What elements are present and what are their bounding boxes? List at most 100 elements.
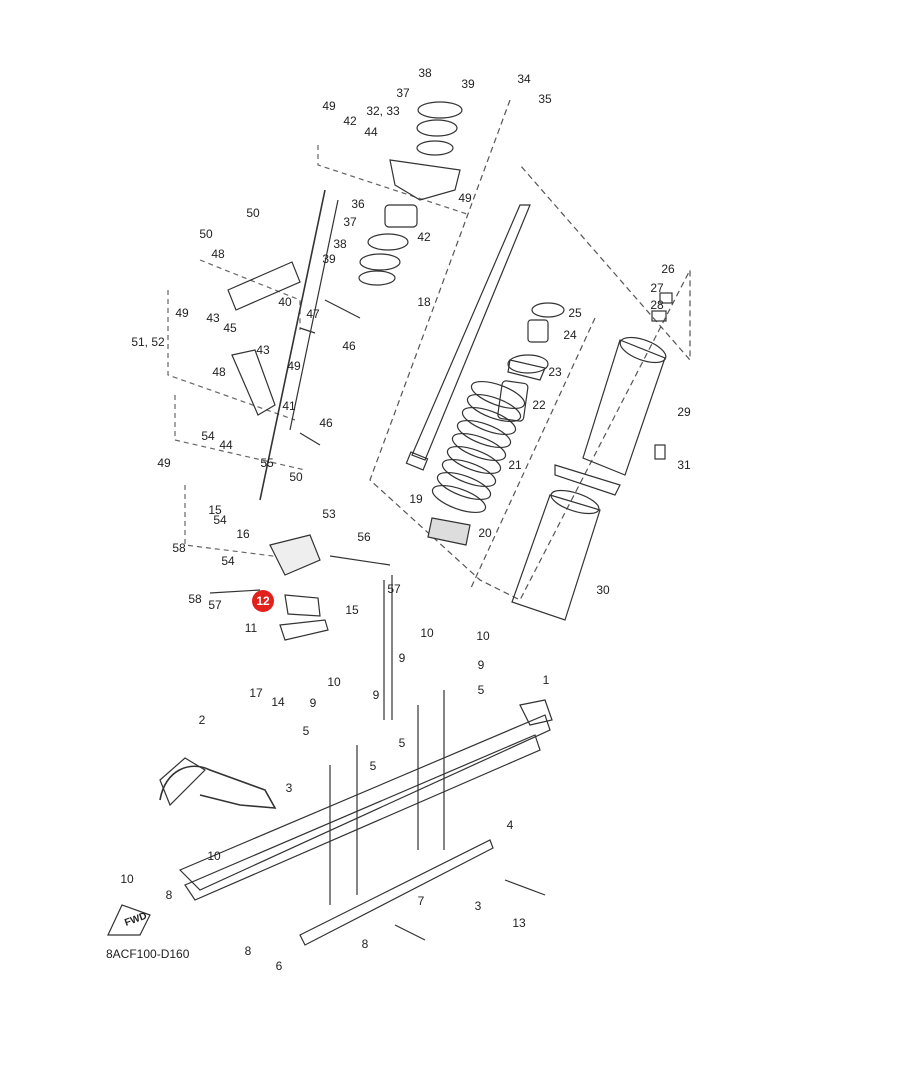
part-label[interactable]: 9	[373, 688, 380, 702]
part-label[interactable]: 14	[271, 695, 285, 709]
part-label[interactable]: 39	[322, 252, 336, 266]
part-label[interactable]: 5	[478, 683, 485, 697]
part-label[interactable]: 15	[345, 603, 359, 617]
part-label[interactable]: 44	[364, 125, 378, 139]
part-label[interactable]: 37	[343, 215, 357, 229]
part-label[interactable]: 5	[370, 759, 377, 773]
part-label[interactable]: 45	[223, 321, 237, 335]
part-label[interactable]: 37	[396, 86, 410, 100]
part-label[interactable]: 44	[219, 438, 233, 452]
part-label[interactable]: 3	[286, 781, 293, 795]
cylinder-cover	[511, 494, 601, 621]
part-label[interactable]: 9	[399, 651, 406, 665]
part-label[interactable]: 39	[461, 77, 475, 91]
part-label[interactable]: 38	[418, 66, 432, 80]
part-label[interactable]: 40	[278, 295, 292, 309]
part-label[interactable]: 11	[245, 621, 258, 635]
part-label[interactable]: 3	[475, 899, 482, 913]
part-label[interactable]: 10	[327, 675, 341, 689]
part-label[interactable]: 49	[157, 456, 171, 470]
part-label[interactable]: 27	[650, 281, 664, 295]
part-label[interactable]: 20	[478, 526, 492, 540]
part-label[interactable]: 54	[213, 513, 227, 527]
highlight-marker-circle	[252, 590, 274, 612]
part-label[interactable]: 41	[282, 399, 296, 413]
part-label[interactable]: 42	[343, 114, 357, 128]
part-label[interactable]: 7	[418, 894, 425, 908]
part-label[interactable]: 58	[188, 592, 202, 606]
part-label[interactable]: 18	[417, 295, 431, 309]
part-label[interactable]: 21	[508, 458, 522, 472]
part-label[interactable]: 4	[507, 818, 514, 832]
part-label[interactable]: 46	[319, 416, 333, 430]
part-label[interactable]: 55	[260, 456, 274, 470]
part-label[interactable]: 10	[207, 849, 221, 863]
part-label[interactable]: 2	[199, 713, 206, 727]
part-label[interactable]: 53	[322, 507, 336, 521]
part-label[interactable]: 10	[120, 872, 134, 886]
part-label[interactable]: 56	[357, 530, 371, 544]
part-label[interactable]: 46	[342, 339, 356, 353]
part-label[interactable]: 49	[175, 306, 189, 320]
part-label[interactable]: 49	[458, 191, 472, 205]
part-label[interactable]: 31	[677, 458, 691, 472]
part-label[interactable]: 38	[333, 237, 347, 251]
dashed-group-outline	[369, 99, 691, 601]
part-label[interactable]: 50	[289, 470, 303, 484]
part-label[interactable]: 36	[351, 197, 365, 211]
part-label[interactable]: 54	[221, 554, 235, 568]
part-label[interactable]: 15	[208, 503, 222, 517]
part-label[interactable]: 29	[677, 405, 691, 419]
part-label[interactable]: 54	[201, 429, 215, 443]
part-label[interactable]: 49	[287, 359, 301, 373]
part-label[interactable]: 8	[362, 937, 369, 951]
part-label[interactable]: 43	[256, 343, 270, 357]
part-label[interactable]: 58	[172, 541, 186, 555]
ski-body	[178, 714, 551, 891]
part-label[interactable]: 1	[543, 673, 550, 687]
part-label[interactable]: 6	[276, 959, 283, 973]
part-label[interactable]: 47	[306, 307, 320, 321]
part-label[interactable]: 13	[512, 916, 526, 930]
part-label[interactable]: 9	[310, 696, 317, 710]
part-label[interactable]: 19	[409, 492, 423, 506]
part-label[interactable]: 32, 33	[366, 104, 400, 118]
part-label[interactable]: 24	[563, 328, 577, 342]
part-label[interactable]: 8	[245, 944, 252, 958]
part-label[interactable]: 28	[650, 298, 664, 312]
part-label[interactable]: 48	[212, 365, 226, 379]
highlight-marker[interactable]: 12	[252, 590, 274, 612]
part-label[interactable]: 34	[517, 72, 531, 86]
part-label[interactable]: 25	[568, 306, 582, 320]
part-label[interactable]: 10	[420, 626, 434, 640]
part-label[interactable]: 51, 52	[131, 335, 165, 349]
part-label[interactable]: 50	[246, 206, 260, 220]
part-label[interactable]: 42	[417, 230, 431, 244]
part-label[interactable]: 8	[166, 888, 173, 902]
part-label[interactable]: 17	[249, 686, 263, 700]
part-label[interactable]: 23	[548, 365, 562, 379]
fwd-arrow-icon	[107, 904, 151, 936]
part-label[interactable]: 30	[596, 583, 610, 597]
part-label[interactable]: 57	[208, 598, 222, 612]
part-label[interactable]: 9	[478, 658, 485, 672]
part-label[interactable]: 35	[538, 92, 552, 106]
part-label[interactable]: 22	[532, 398, 546, 412]
part-label[interactable]: 26	[661, 262, 675, 276]
part-label[interactable]: 50	[199, 227, 213, 241]
part-label[interactable]: 48	[211, 247, 225, 261]
part-label[interactable]: 57	[387, 582, 401, 596]
diagram-line-art	[107, 99, 691, 946]
drawing-code: 8ACF100-D160	[106, 947, 190, 961]
reservoir-body	[582, 339, 666, 476]
part-label[interactable]: 10	[476, 629, 490, 643]
part-label[interactable]: 49	[322, 99, 336, 113]
part-12-shape	[284, 594, 321, 617]
part-label[interactable]: 5	[399, 736, 406, 750]
part-label[interactable]: 5	[303, 724, 310, 738]
part-label[interactable]: 16	[236, 527, 250, 541]
part-label[interactable]: 43	[206, 311, 220, 325]
highlight-marker-number: 12	[256, 594, 270, 608]
